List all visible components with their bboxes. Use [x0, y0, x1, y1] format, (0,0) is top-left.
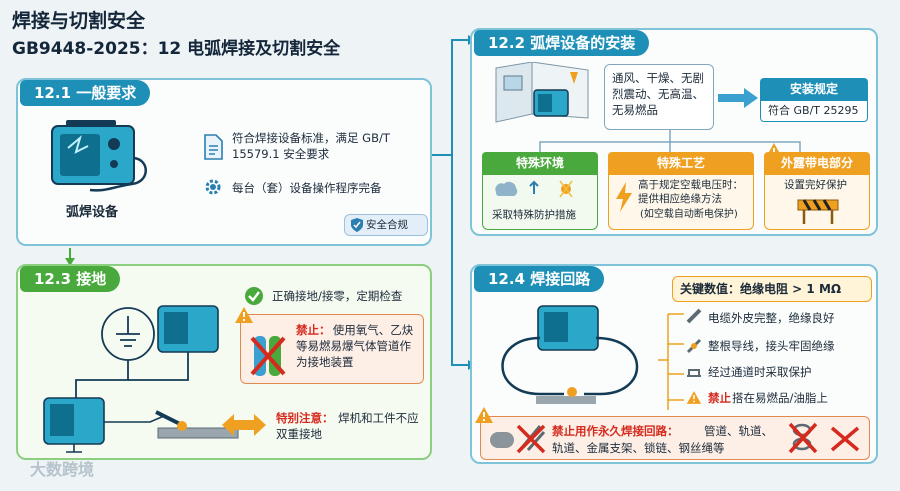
gas-cylinder-icon [250, 336, 286, 376]
page-title: 焊接与切割安全 [12, 10, 146, 32]
page-subtitle: GB9448-2025：12 电弧焊接及切割安全 [12, 39, 341, 59]
section-12-2-tag: 12.2 弧焊设备的安装 [474, 30, 650, 56]
channel-protect-icon [687, 369, 701, 377]
permanent-forbid-label: 禁止用作永久焊接回路： [552, 424, 679, 438]
pipe-rail-icon [490, 424, 546, 454]
double-arrow-icon [222, 414, 266, 436]
s121-item1: 符合焊接设备标准，满足 GB/T 15579.1 安全要求 [232, 131, 390, 161]
special-env-text: 采取特殊防护措施 [492, 209, 576, 221]
lightning-icon [616, 182, 632, 212]
circuit-line2: 整根导线，接头牢固绝缘 [708, 339, 835, 353]
key-value-text: 关键数值：绝缘电阻 > 1 MΩ [680, 282, 842, 296]
connector-icon [686, 338, 702, 354]
installed-machine-icon [495, 62, 589, 123]
weather-icons [495, 180, 573, 198]
watermark: 大数跨境 [30, 460, 95, 479]
welding-machine-icon [51, 120, 147, 192]
special-proc-text: 高于规定空载电压时：提供相应绝缘方法 [638, 179, 743, 205]
document-icon [204, 134, 223, 160]
section-12-4-tag: 12.4 焊接回路 [474, 266, 605, 292]
compliance-badge [344, 214, 428, 236]
special-env-header: 特殊环境 [482, 152, 598, 174]
circuit-line4-text: 搭在易燃品/油脂上 [732, 391, 828, 405]
grounding-note-text: 焊机和工件不应双重接地 [276, 411, 419, 441]
s121-item2: 每台（套）设备操作程序完备 [232, 181, 382, 195]
arrow-right-icon [718, 88, 758, 108]
install-rule-value: 符合 GB/T 25295 [768, 104, 859, 117]
install-rule-box [760, 100, 868, 122]
permanent-forbid-text1: 管道、轨道、 [704, 424, 773, 438]
special-proc-box [608, 174, 754, 230]
grounding-forbid-label: 禁止： [296, 323, 331, 337]
machine-label: 弧焊设备 [66, 205, 119, 220]
warning-icon [475, 407, 493, 423]
environment-box [604, 64, 714, 130]
warning-icon [686, 391, 702, 404]
special-proc-header: 特殊工艺 [608, 152, 754, 174]
cable-icon [686, 308, 702, 324]
welding-circuit-diagram [501, 305, 639, 404]
shield-icon [351, 218, 363, 232]
key-value-box [672, 276, 872, 302]
chain-icon [788, 422, 860, 454]
barrier-icon [797, 199, 839, 224]
bracket-lines [658, 313, 684, 410]
permanent-forbid-text2: 轨道、金属支架、锁链、钢丝绳等 [552, 441, 725, 455]
install-rule-header: 安装规定 [760, 78, 868, 100]
grounding-note-label: 特别注意： [276, 411, 334, 425]
grounding-check-text: 正确接地/接零，定期检查 [272, 289, 403, 303]
circuit-line4-label: 禁止 [708, 391, 731, 405]
environment-text: 通风、干燥、无剧烈震动、无高温、无易燃品 [612, 71, 704, 117]
special-proc-note: (如空载自动断电保护) [640, 209, 738, 220]
section-12-3-tag: 12.3 接地 [20, 266, 121, 292]
check-icon [245, 287, 263, 305]
section-12-1-tag: 12.1 一般要求 [20, 80, 151, 106]
warning-icon [235, 307, 253, 323]
gear-icon [205, 179, 221, 195]
circuit-line1: 电缆外皮完整，绝缘良好 [708, 311, 835, 325]
special-env-box [482, 174, 598, 230]
exposed-parts-text: 设置完好保护 [784, 179, 847, 191]
grounding-diagram [43, 305, 239, 453]
grounding-forbid-text: 使用氧气、乙炔等易燃易爆气体管道作为接地装置 [296, 323, 414, 369]
exposed-parts-header: 外露带电部分 [764, 152, 870, 174]
compliance-badge-text: 安全合规 [366, 219, 408, 231]
circuit-line3: 经过通道时采取保护 [708, 365, 812, 379]
